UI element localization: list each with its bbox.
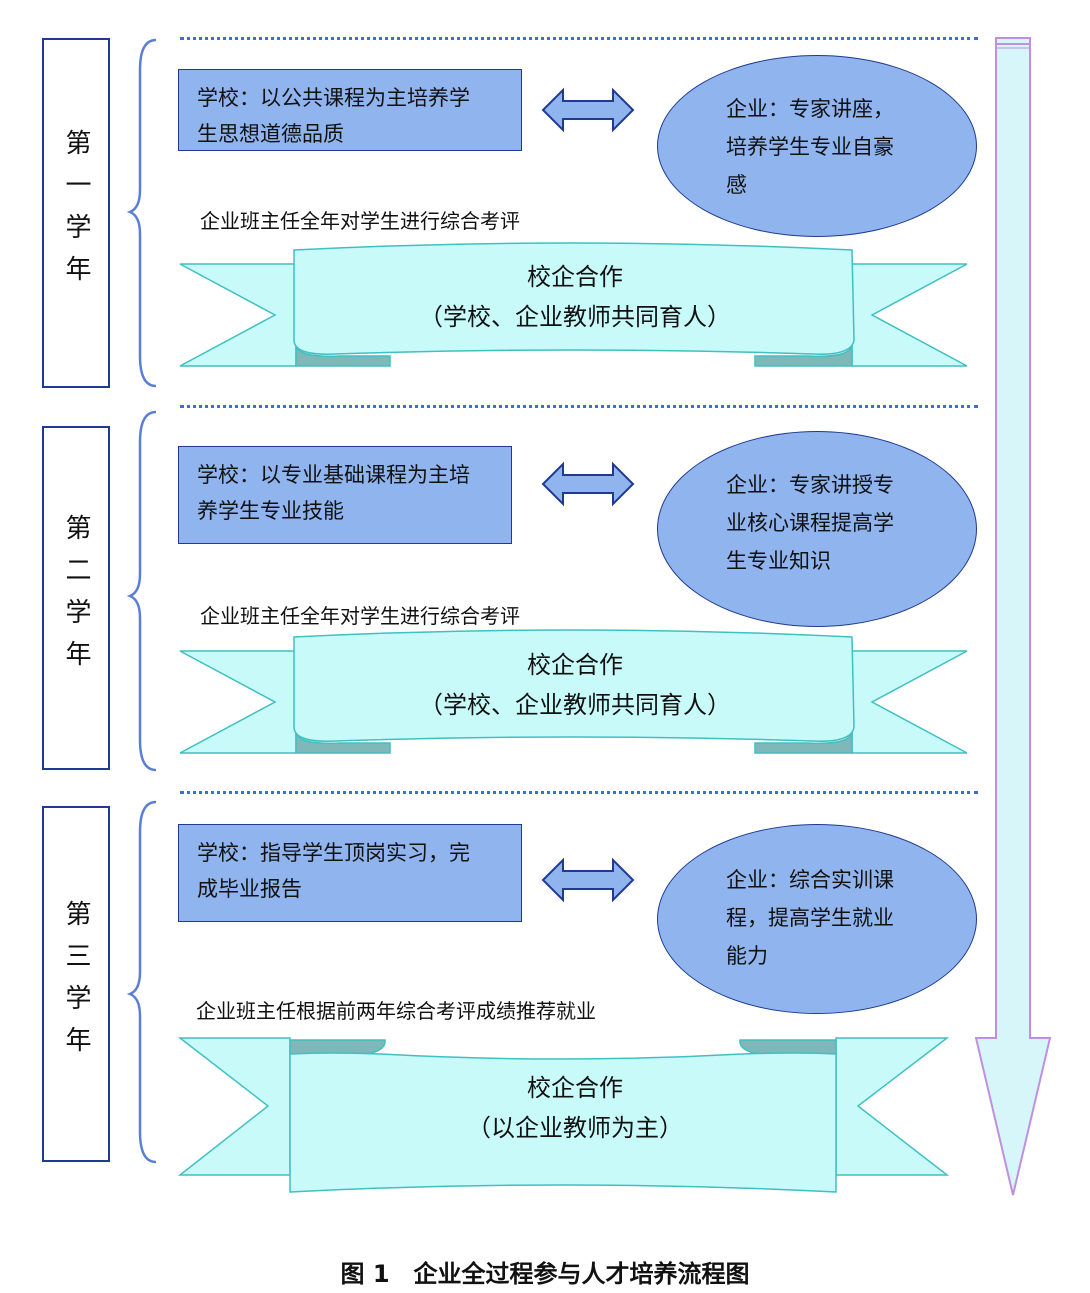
year1-separator <box>180 37 978 40</box>
year2-ribbon <box>179 629 968 754</box>
year2-label-box: 第二学年 <box>42 426 110 770</box>
year3-ribbon-subtitle: （以企业教师为主） <box>467 1114 683 1142</box>
year1-school-box: 学校：以公共课程为主培养学 生思想道德品质 <box>178 69 522 151</box>
year3-enterprise-line1: 企业：综合实训课 <box>726 868 894 892</box>
year1-enterprise-ellipse <box>657 55 977 237</box>
year1-double-arrow <box>541 87 635 133</box>
year1-enterprise-line2: 培养学生专业自豪 <box>726 135 894 159</box>
year1-label-box: 第一学年 <box>42 38 110 388</box>
year3-ribbon <box>177 1037 950 1193</box>
year3-ribbon-title: 校企合作 <box>527 1074 623 1102</box>
year1-ribbon <box>179 242 968 367</box>
year1-ribbon-text: 校企合作 （学校、企业教师共同育人） <box>290 257 860 337</box>
year2-separator <box>180 405 978 408</box>
year3-label: 第三学年 <box>61 900 91 1068</box>
year2-school-line1: 学校：以专业基础课程为主培 <box>197 463 470 487</box>
year1-enterprise-line1: 企业：专家讲座， <box>726 97 894 121</box>
year2-enterprise-line3: 生专业知识 <box>726 549 831 573</box>
year2-double-arrow <box>541 461 635 507</box>
year1-school-line2: 生思想道德品质 <box>197 122 344 146</box>
year2-enterprise-ellipse <box>657 431 977 627</box>
year2-label: 第二学年 <box>61 514 91 682</box>
year2-school-box: 学校：以专业基础课程为主培 养学生专业技能 <box>178 446 512 544</box>
year2-ribbon-title: 校企合作 <box>527 651 623 679</box>
year1-enterprise-text: 企业：专家讲座， 培养学生专业自豪 感 <box>726 90 894 204</box>
year3-separator <box>180 791 978 794</box>
year2-enterprise-text: 企业：专家讲授专 业核心课程提高学 生专业知识 <box>726 466 894 580</box>
year2-school-line2: 养学生专业技能 <box>197 499 344 523</box>
year3-ribbon-text: 校企合作 （以企业教师为主） <box>290 1068 860 1148</box>
year1-ribbon-title: 校企合作 <box>527 263 623 291</box>
year2-note: 企业班主任全年对学生进行综合考评 <box>200 604 520 628</box>
timeline-down-arrow <box>974 37 1052 1196</box>
year2-enterprise-line2: 业核心课程提高学 <box>726 511 894 535</box>
year1-ribbon-subtitle: （学校、企业教师共同育人） <box>419 303 731 331</box>
year3-school-box: 学校：指导学生顶岗实习，完 成毕业报告 <box>178 824 522 922</box>
year2-ribbon-text: 校企合作 （学校、企业教师共同育人） <box>290 645 860 725</box>
year3-enterprise-line3: 能力 <box>726 944 768 968</box>
year3-double-arrow <box>541 857 635 903</box>
figure-caption: 图 1 企业全过程参与人才培养流程图 <box>340 1260 750 1288</box>
year1-label: 第一学年 <box>61 129 91 297</box>
year3-school-line2: 成毕业报告 <box>197 877 302 901</box>
year3-enterprise-text: 企业：综合实训课 程，提高学生就业 能力 <box>726 861 894 975</box>
year3-bracket <box>126 800 157 1164</box>
year2-enterprise-line1: 企业：专家讲授专 <box>726 473 894 497</box>
year3-enterprise-ellipse <box>657 824 977 1014</box>
year1-note: 企业班主任全年对学生进行综合考评 <box>200 209 520 233</box>
year2-ribbon-subtitle: （学校、企业教师共同育人） <box>419 691 731 719</box>
year1-school-line1: 学校：以公共课程为主培养学 <box>197 86 470 110</box>
year3-school-line1: 学校：指导学生顶岗实习，完 <box>197 841 470 865</box>
year1-enterprise-line3: 感 <box>726 173 747 197</box>
year3-note: 企业班主任根据前两年综合考评成绩推荐就业 <box>196 999 596 1023</box>
year3-enterprise-line2: 程，提高学生就业 <box>726 906 894 930</box>
year2-bracket <box>126 410 157 772</box>
year1-bracket <box>126 38 157 388</box>
year3-label-box: 第三学年 <box>42 806 110 1162</box>
